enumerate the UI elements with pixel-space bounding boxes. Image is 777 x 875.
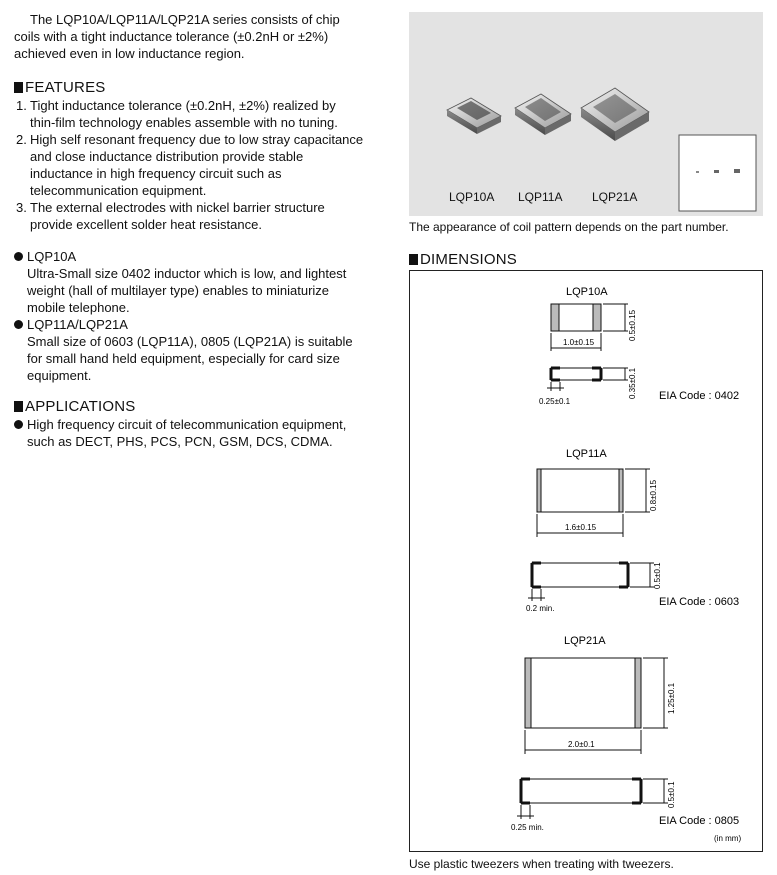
square-bullet-icon: [14, 401, 23, 412]
eia-code-lqp10a: EIA Code : 0402: [659, 390, 739, 402]
dim-title-lqp10a: LQP10A: [566, 286, 608, 298]
intro-line-1: The LQP10A/LQP11A/LQP21A series consists…: [30, 12, 340, 27]
photo-label-lqp10a: LQP10A: [449, 190, 495, 204]
actual-size-chip: [714, 170, 719, 173]
dim-width-lqp21a: 1.25±0.1: [667, 682, 676, 714]
lqp21a-side-view: [517, 777, 668, 819]
intro-paragraph: The LQP10A/LQP11A/LQP21A series consists…: [14, 11, 394, 62]
lqp10a-top-view: [550, 303, 628, 351]
unit-note: (in mm): [714, 834, 741, 843]
square-bullet-icon: [14, 82, 23, 93]
dim-thickness-lqp10a: 0.35±0.1: [628, 367, 637, 399]
chip-coil-illustration: [446, 87, 757, 212]
square-bullet-icon: [409, 254, 418, 265]
features-heading: FEATURES: [14, 79, 106, 97]
feature-item: 2. High self resonant frequency due to l…: [16, 132, 364, 198]
feature-item: 3. The external electrodes with nickel b…: [16, 200, 325, 232]
lqp11a-side-view: [528, 561, 654, 601]
dim-title-lqp11a: LQP11A: [566, 448, 607, 460]
dim-title-lqp21a: LQP21A: [564, 635, 606, 647]
dim-length-lqp10a: 1.0±0.15: [563, 338, 595, 347]
bullet-icon: [14, 320, 23, 329]
eia-code-lqp11a: EIA Code : 0603: [659, 596, 739, 608]
applications-heading: APPLICATIONS: [14, 398, 135, 416]
dim-thickness-lqp21a: 0.5±0.1: [667, 781, 676, 808]
lqp21a-chip-image: [580, 87, 650, 141]
dim-electrode-lqp21a: 0.25 min.: [511, 823, 544, 832]
dimension-drawings: LQP10A 1.0±0.15 0.5±0.15 0.35±0.1 0.25±0…: [511, 286, 741, 843]
applications-text: High frequency circuit of telecommunicat…: [14, 416, 394, 450]
dim-width-lqp11a: 0.8±0.15: [649, 479, 658, 511]
lqp10a-chip-image: [446, 97, 502, 134]
lqp11a-chip-image: [514, 93, 572, 135]
dim-electrode-lqp11a: 0.2 min.: [526, 604, 554, 613]
dim-electrode-lqp10a: 0.25±0.1: [539, 397, 571, 406]
footer-note: Use plastic tweezers when treating with …: [409, 857, 674, 871]
actual-size-chip: [696, 171, 699, 173]
photo-caption: The appearance of coil pattern depends o…: [409, 220, 729, 234]
intro-line-3: achieved even in low inductance region.: [14, 46, 245, 61]
feature-item: 1. Tight inductance tolerance (±0.2nH, ±…: [16, 98, 338, 130]
eia-code-lqp21a: EIA Code : 0805: [659, 815, 739, 827]
bullet-icon: [14, 252, 23, 261]
intro-line-2: coils with a tight inductance tolerance …: [14, 29, 329, 44]
dim-width-lqp10a: 0.5±0.15: [628, 309, 637, 341]
lqp11a-top-view: [536, 468, 650, 537]
dimensions-heading: DIMENSIONS: [409, 251, 517, 269]
model-lqp10a: LQP10A Ultra-Small size 0402 inductor wh…: [14, 248, 394, 384]
bullet-icon: [14, 420, 23, 429]
features-list: 1. Tight inductance tolerance (±0.2nH, ±…: [14, 97, 394, 233]
actual-size-chip: [734, 169, 740, 173]
photo-label-lqp21a: LQP21A: [592, 190, 638, 204]
product-photo: LQP10A LQP11A LQP21A: [409, 12, 763, 216]
photo-label-lqp11a: LQP11A: [518, 190, 563, 204]
dim-length-lqp21a: 2.0±0.1: [568, 740, 595, 749]
dimensions-box: LQP10A 1.0±0.15 0.5±0.15 0.35±0.1 0.25±0…: [409, 270, 763, 852]
lqp10a-side-view: [547, 366, 628, 391]
dim-length-lqp11a: 1.6±0.15: [565, 523, 597, 532]
dim-thickness-lqp11a: 0.5±0.1: [653, 562, 662, 589]
lqp21a-top-view: [524, 657, 668, 754]
